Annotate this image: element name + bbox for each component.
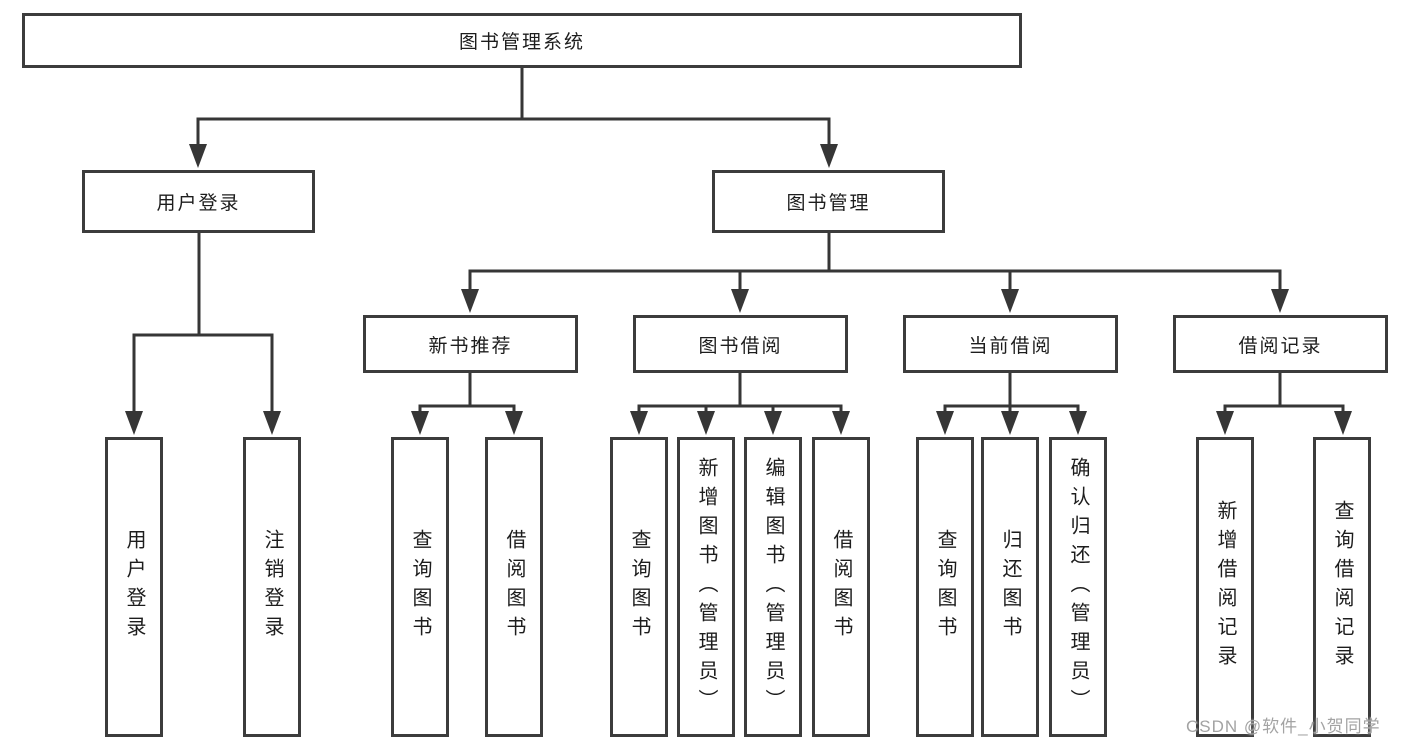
node-current-borrowing-label: 当前借阅 [968,335,1053,357]
leaf-recommend-borrow-books-label: 借阅图书 [503,529,525,645]
leaf-logout-login: 注销登录 [243,437,301,737]
csdn-watermark: CSDN @软件_小贺同学 [1186,717,1381,736]
leaf-borrow-borrow-books-label: 借阅图书 [830,529,852,645]
leaf-borrow-add-books-admin: 新增图书（管理员） [677,437,735,737]
leaf-borrow-edit-books-admin-label: 编辑图书（管理员） [762,456,784,718]
leaf-user-login-label: 用户登录 [123,529,145,645]
leaf-records-add-borrow-record-label: 新增借阅记录 [1214,500,1236,674]
node-book-management-label: 图书管理 [786,193,871,214]
leaf-borrow-borrow-books: 借阅图书 [812,437,870,737]
leaf-current-return-books-label: 归还图书 [999,529,1021,645]
node-borrowing-records: 借阅记录 [1173,315,1388,373]
leaf-recommend-borrow-books: 借阅图书 [485,437,543,737]
leaf-borrow-query-books: 查询图书 [610,437,668,737]
node-book-borrowing-label: 图书借阅 [698,335,783,357]
node-user-login-branch-label: 用户登录 [156,193,241,214]
connector-borrow-records-children [1216,371,1352,435]
node-library-management-system: 图书管理系统 [22,13,1022,68]
node-user-login-branch: 用户登录 [82,170,315,233]
connector-user-login-children [125,231,281,435]
leaf-current-query-books-label: 查询图书 [934,529,956,645]
leaf-borrow-query-books-label: 查询图书 [628,529,650,645]
node-new-book-recommend: 新书推荐 [363,315,578,373]
connector-book-borrow-children [630,371,850,435]
leaf-recommend-query-books: 查询图书 [391,437,449,737]
leaf-user-login: 用户登录 [105,437,163,737]
leaf-borrow-add-books-admin-label: 新增图书（管理员） [695,456,717,718]
connector-new-recommend-children [411,371,523,435]
connector-current-borrow-children [936,371,1087,435]
leaf-current-return-books: 归还图书 [981,437,1039,737]
leaf-current-confirm-return-admin-label: 确认归还（管理员） [1067,456,1089,718]
leaf-current-confirm-return-admin: 确认归还（管理员） [1049,437,1107,737]
node-book-borrowing: 图书借阅 [633,315,848,373]
leaf-borrow-edit-books-admin: 编辑图书（管理员） [744,437,802,737]
node-borrowing-records-label: 借阅记录 [1238,335,1323,357]
leaf-logout-login-label: 注销登录 [261,529,283,645]
leaf-records-query-borrow-record: 查询借阅记录 [1313,437,1371,737]
leaf-current-query-books: 查询图书 [916,437,974,737]
node-new-book-recommend-label: 新书推荐 [428,335,513,357]
node-library-management-system-label: 图书管理系统 [458,32,585,53]
connector-book-management-to-level3 [461,231,1289,313]
node-current-borrowing: 当前借阅 [903,315,1118,373]
node-book-management: 图书管理 [712,170,945,233]
leaf-records-add-borrow-record: 新增借阅记录 [1196,437,1254,737]
leaf-recommend-query-books-label: 查询图书 [409,529,431,645]
connector-root-to-level2 [189,66,838,168]
leaf-records-query-borrow-record-label: 查询借阅记录 [1331,500,1353,674]
